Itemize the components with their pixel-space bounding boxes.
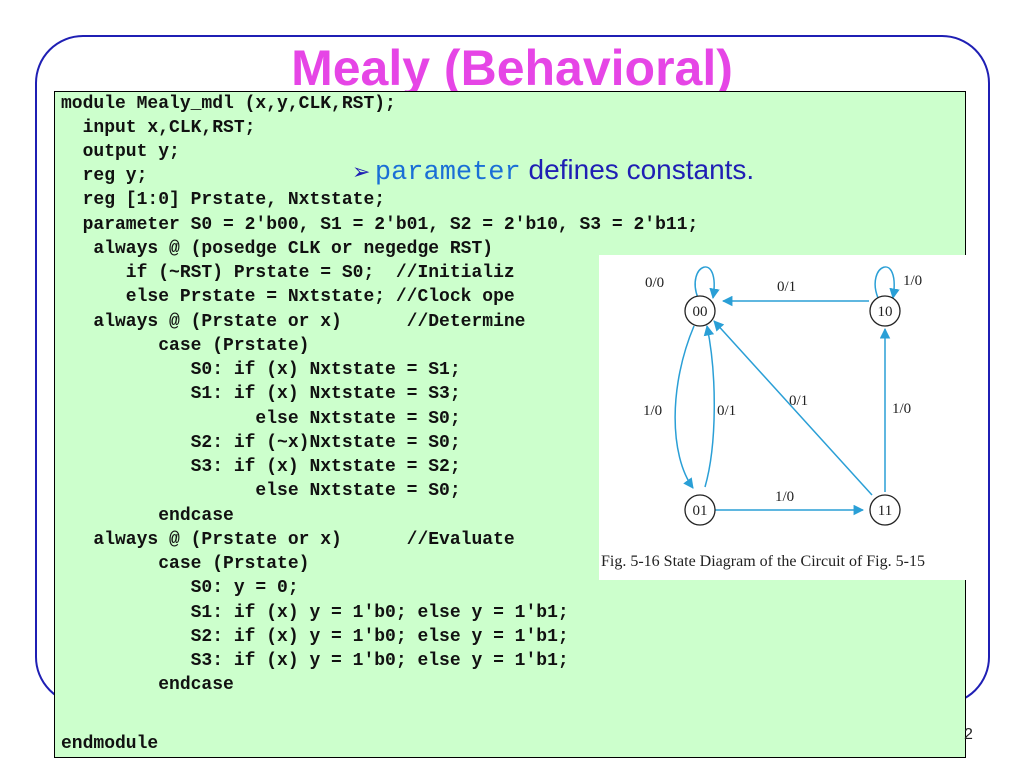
page-number: 2 [964, 726, 973, 743]
transition-label: 1/0 [903, 273, 922, 289]
code-line: case (Prstate) [61, 554, 310, 574]
code-line: module Mealy_mdl (x,y,CLK,RST); [61, 94, 396, 114]
transition-arrow [874, 266, 900, 300]
state-label: 00 [693, 304, 708, 320]
transition-label: 1/0 [775, 489, 794, 505]
transition-label: 0/1 [717, 403, 736, 419]
code-line: S3: if (x) y = 1'b0; else y = 1'b1; [61, 651, 569, 671]
code-line: reg y; [61, 166, 148, 186]
code-line: S3: if (x) Nxtstate = S2; [61, 457, 461, 477]
code-line: else Nxtstate = S0; [61, 409, 461, 429]
state-diagram: 00 10 01 11 0/0 1/0 0/1 1/0 0/1 0/1 1/0 … [643, 266, 922, 526]
code-line: endmodule [61, 734, 159, 754]
transition-arrow [713, 320, 873, 496]
transition-label: 0/1 [789, 393, 808, 409]
state-label: 10 [878, 304, 893, 320]
state-label: 01 [693, 503, 708, 519]
code-line: always @ (Prstate or x) //Evaluate [61, 530, 515, 550]
code-line: endcase [61, 675, 234, 695]
code-line: case (Prstate) [61, 336, 310, 356]
transition-label: 1/0 [643, 403, 662, 419]
bullet-code-keyword: parameter [374, 158, 521, 188]
code-line: if (~RST) Prstate = S0; //Initializ [61, 263, 515, 283]
state-node: 11 [869, 494, 901, 526]
code-line: S0: if (x) Nxtstate = S1; [61, 360, 461, 380]
figure-caption: Fig. 5-16 State Diagram of the Circuit o… [601, 553, 925, 570]
transition-arrow [674, 325, 695, 489]
state-node: 10 [869, 295, 901, 327]
code-line: input x,CLK,RST; [61, 118, 256, 138]
code-line: output y; [61, 142, 180, 162]
code-line: reg [1:0] Prstate, Nxtstate; [61, 190, 386, 210]
code-line: S1: if (x) Nxtstate = S3; [61, 384, 461, 404]
bullet-text: defines constants. [520, 154, 755, 185]
state-node: 01 [684, 494, 716, 526]
code-line: always @ (Prstate or x) //Determine [61, 312, 526, 332]
state-diagram-figure: 00 10 01 11 0/0 1/0 0/1 1/0 0/1 0/1 1/0 … [599, 255, 974, 580]
slide-title: Mealy (Behavioral) [291, 40, 733, 96]
transition-label: 0/1 [777, 279, 796, 295]
code-line: endcase [61, 506, 234, 526]
code-line: S0: y = 0; [61, 578, 299, 598]
code-line: S2: if (x) y = 1'b0; else y = 1'b1; [61, 627, 569, 647]
transition-arrow [694, 266, 720, 300]
state-node: 00 [684, 295, 716, 327]
code-line: else Nxtstate = S0; [61, 481, 461, 501]
bullet-point: ➢ parameter defines constants. [352, 153, 754, 192]
code-line: always @ (posedge CLK or negedge RST) [61, 239, 494, 259]
arrow-bullet-icon: ➢ [352, 160, 371, 185]
transition-label: 0/0 [645, 275, 664, 291]
code-line: else Prstate = Nxtstate; //Clock ope [61, 287, 515, 307]
code-line: S1: if (x) y = 1'b0; else y = 1'b1; [61, 603, 569, 623]
transition-label: 1/0 [892, 401, 911, 417]
code-line: parameter S0 = 2'b00, S1 = 2'b01, S2 = 2… [61, 215, 699, 235]
code-line: S2: if (~x)Nxtstate = S0; [61, 433, 461, 453]
transition-arrow [703, 324, 716, 488]
state-label: 11 [878, 503, 892, 519]
